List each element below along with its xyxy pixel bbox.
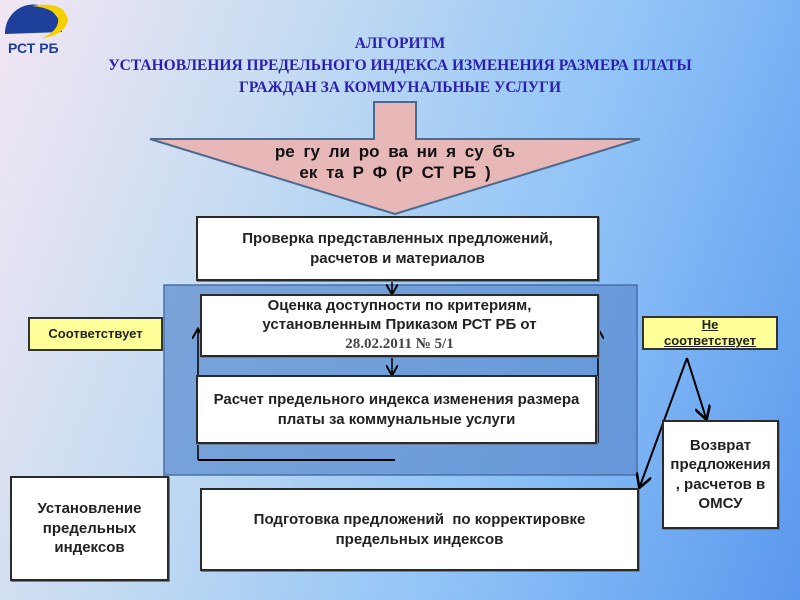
arrow-text-fragment: ) <box>484 163 491 182</box>
return-text: Возврат предложения, расчетов в ОМСУ <box>670 436 771 513</box>
arrow-text-fragment: та <box>326 163 344 182</box>
arrow-text-fragment: ни <box>416 142 438 161</box>
check-proposals-text: Проверка представленных предложений, рас… <box>242 230 553 267</box>
down-arrow-shape <box>149 101 641 216</box>
arrow-text-fragment: су <box>464 142 484 161</box>
arrow-text-fragment: Ф <box>372 163 388 182</box>
arrow-text-fragment: ре <box>274 142 295 161</box>
arrow-text-fragment: ро <box>358 142 380 161</box>
return-to-omsu-box: Возврат предложения, расчетов в ОМСУ <box>662 420 779 529</box>
arrow-text-fragment: РБ <box>452 163 477 182</box>
complies-text: Соответствует <box>48 325 143 341</box>
title-line-1: АЛГОРИТМ <box>354 35 446 52</box>
assess-date: 28.02.2011 № 5/1 <box>345 335 454 352</box>
logo-text: РСТ РБ <box>8 40 59 56</box>
arrow-text-fragment: я <box>446 142 457 161</box>
establish-text: Установление предельных индексов <box>37 500 142 557</box>
assess-affordability-box: Оценка доступности по критериям, установ… <box>200 294 599 357</box>
calculate-index-box: Расчет предельного индекса изменения раз… <box>196 375 597 444</box>
arrow-text-fragment: бъ <box>492 142 516 161</box>
title-line-2: УСТАНОВЛЕНИЯ ПРЕДЕЛЬНОГО ИНДЕКСА ИЗМЕНЕН… <box>108 57 692 74</box>
arrow-text-fragment: ва <box>388 142 408 161</box>
calculate-index-text: Расчет предельного индекса изменения раз… <box>213 391 580 428</box>
arrow-text-fragment: ек <box>299 163 318 182</box>
logo: РСТ РБ <box>2 2 74 57</box>
arrow-text-fragment: Р <box>352 163 364 182</box>
prepare-corrections-box: Подготовка предложений по корректировке … <box>200 488 639 571</box>
prepare-text: Подготовка предложений по корректировке … <box>253 511 590 548</box>
title-line-3: ГРАЖДАН ЗА КОММУНАЛЬНЫЕ УСЛУГИ <box>238 79 561 96</box>
arrow-text-fragment: гу <box>303 142 321 161</box>
logo-globe-icon <box>4 4 68 39</box>
arrow-text-fragment: СТ <box>421 163 444 182</box>
not-complies-text: Не соответствует <box>664 316 756 348</box>
establish-indices-box: Установление предельных индексов <box>10 476 169 581</box>
arrow-text-row: ре гу ли ро ва ни я су бъ <box>195 141 595 162</box>
not-complies-label: Не соответствует <box>642 316 778 350</box>
assess-line-2: установленным Приказом РСТ РБ от <box>262 316 537 334</box>
arrow-text-fragment: (Р <box>395 163 413 182</box>
arrow-text: ре гу ли ро ва ни я су бъ ек та Р Ф (Р С… <box>195 141 595 183</box>
assess-line-1: Оценка доступности по критериям, <box>267 297 532 315</box>
arrow-text-row: ек та Р Ф (Р СТ РБ ) <box>195 162 595 183</box>
complies-label: Соответствует <box>28 317 163 351</box>
check-proposals-box: Проверка представленных предложений, рас… <box>196 216 599 281</box>
arrow-text-fragment: ли <box>328 142 350 161</box>
